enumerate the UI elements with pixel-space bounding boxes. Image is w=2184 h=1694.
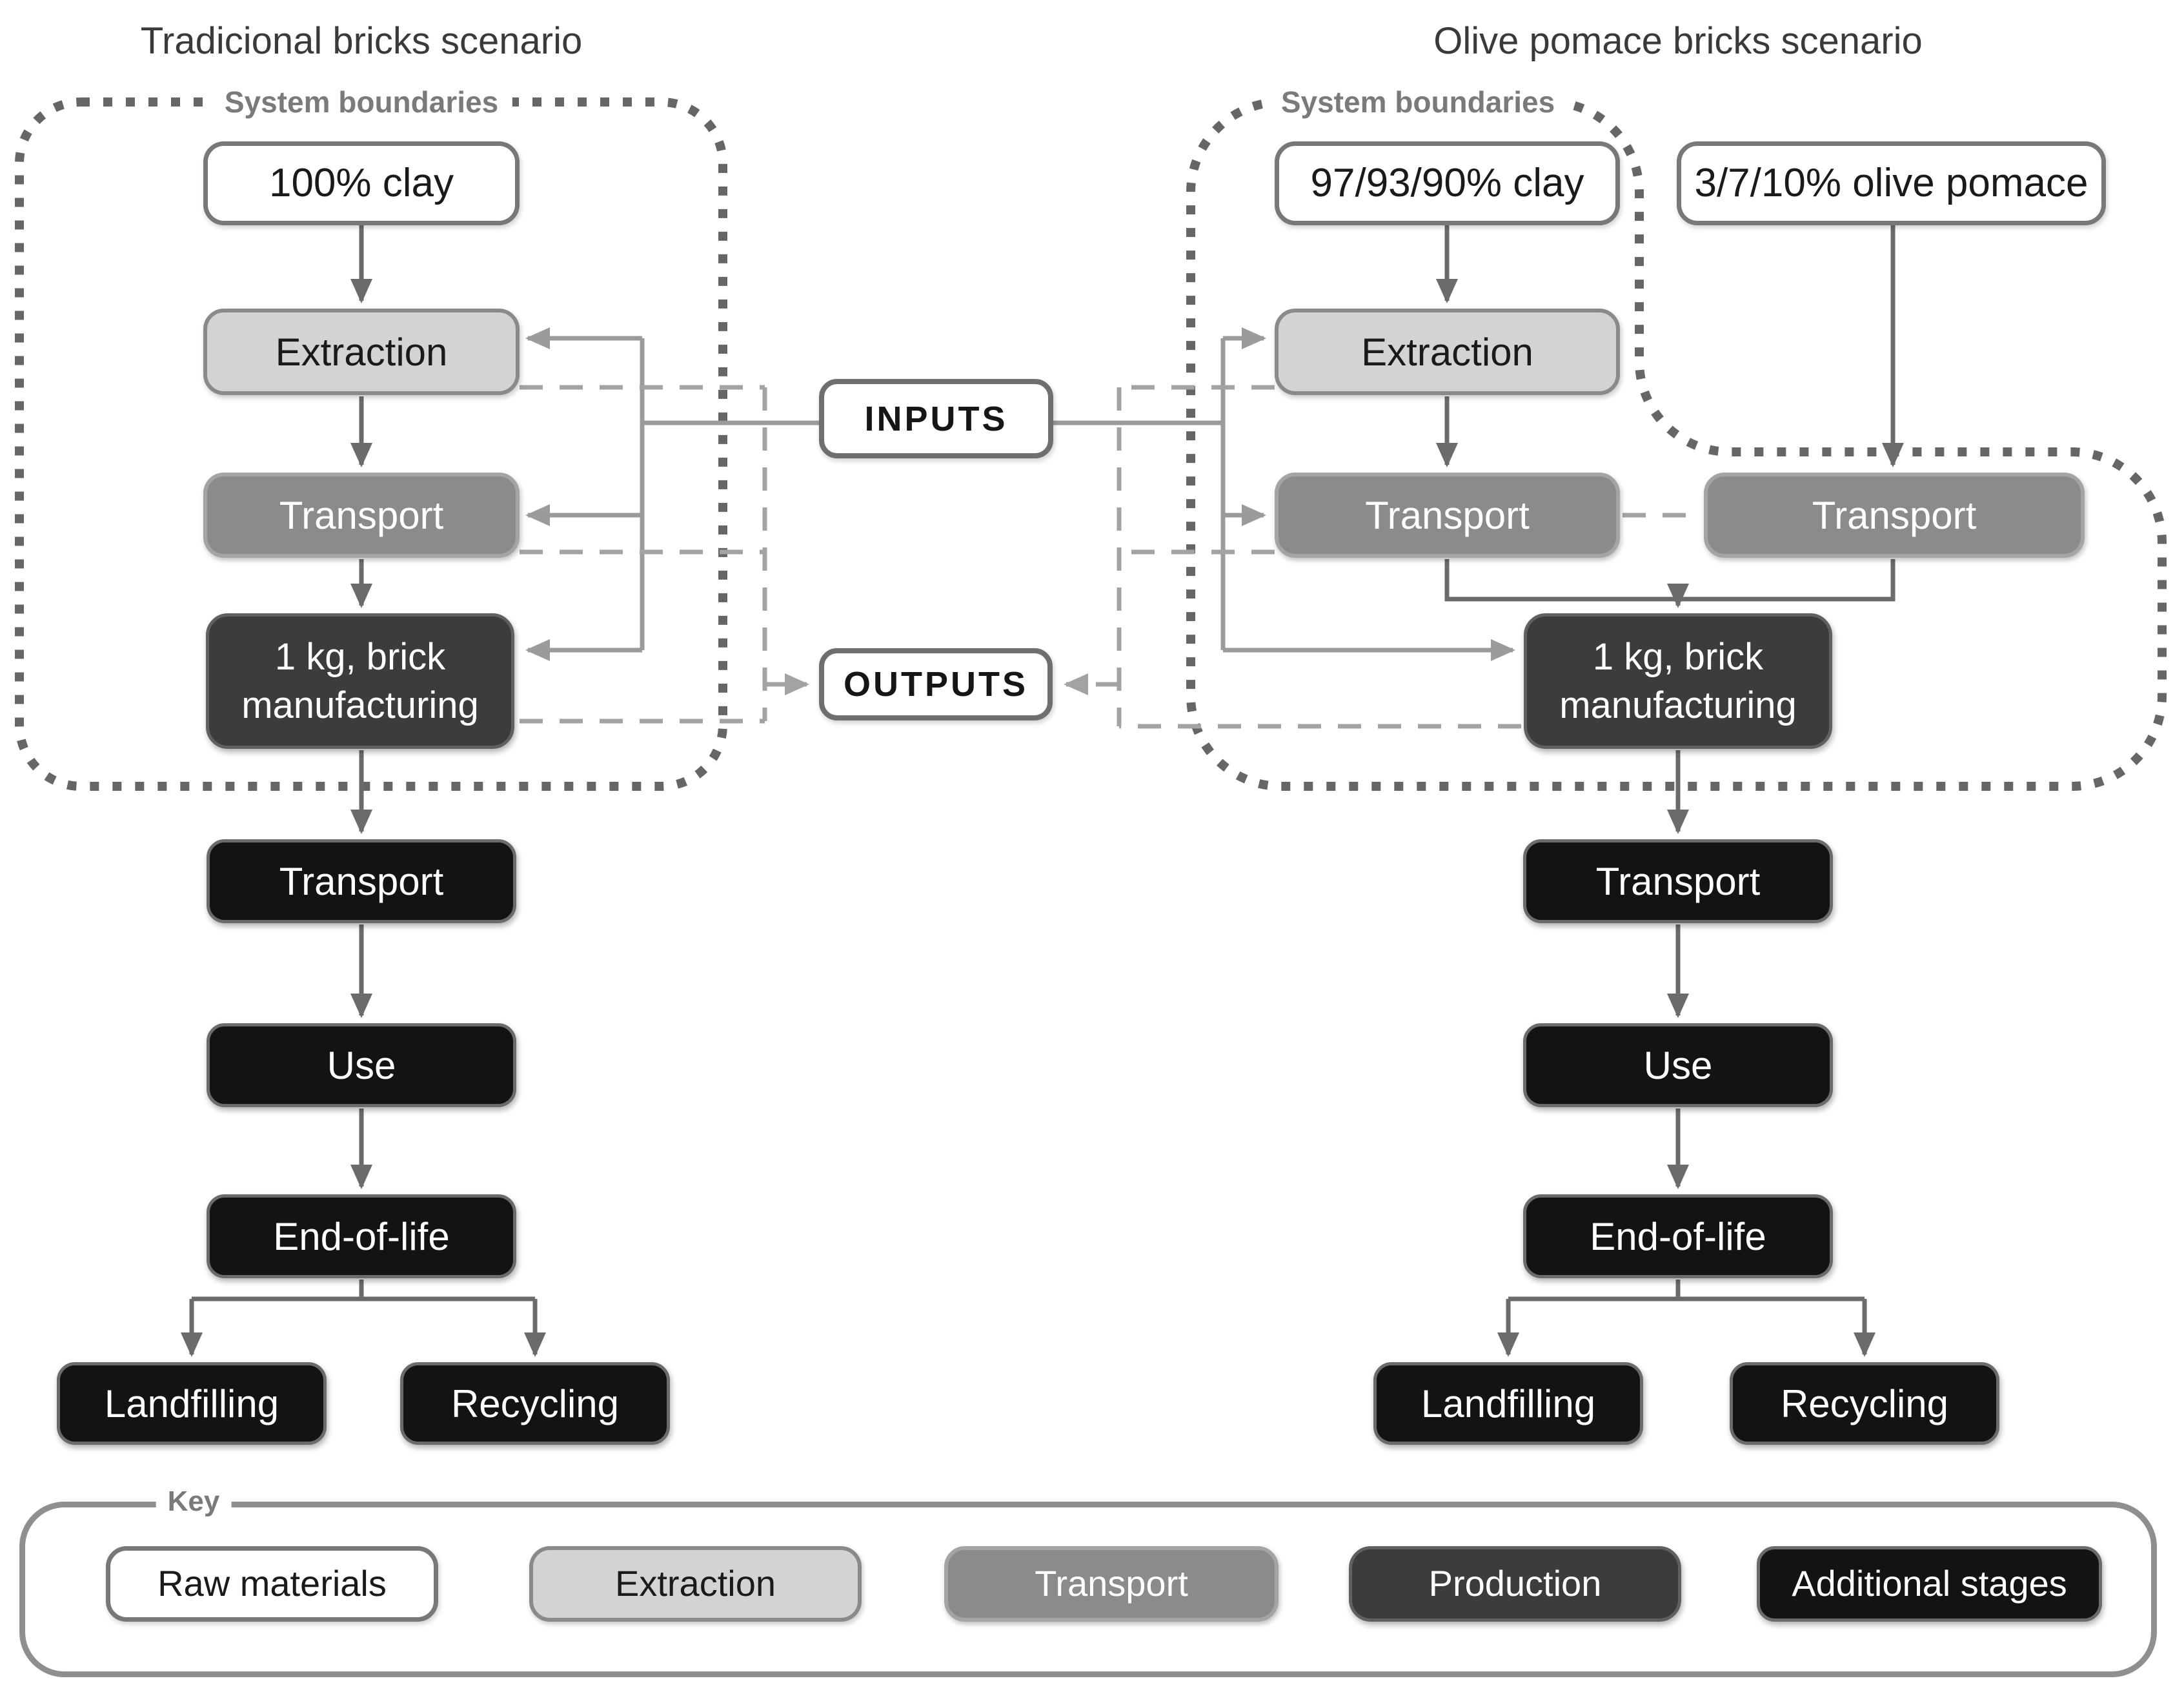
node-clay-left: 100% clay — [203, 141, 520, 225]
node-end-of-life-left: End-of-life — [207, 1194, 516, 1278]
scenario-title-right: Olive pomace bricks scenario — [1433, 20, 1923, 62]
node-use-left: Use — [207, 1023, 516, 1107]
node-transport2-left: Transport — [207, 839, 516, 923]
system-boundary-right — [1186, 97, 2167, 791]
outputs-box: OUTPUTS — [819, 648, 1053, 720]
inputs-lines — [525, 327, 1515, 661]
key-panel — [19, 1502, 2157, 1677]
node-use-right: Use — [1523, 1023, 1833, 1107]
process-flow-arrows — [181, 225, 1904, 1357]
key-title: Key — [156, 1485, 232, 1518]
node-olive-pomace: 3/7/10% olive pomace — [1677, 141, 2106, 225]
key-item-extraction: Extraction — [529, 1546, 862, 1622]
node-extraction-left: Extraction — [203, 309, 520, 395]
node-clay-right: 97/93/90% clay — [1275, 141, 1620, 225]
node-extraction-right: Extraction — [1275, 309, 1620, 395]
system-boundary-left — [15, 97, 727, 791]
node-landfilling-right: Landfilling — [1373, 1362, 1643, 1445]
node-transport-olive-right: Transport — [1704, 473, 2085, 558]
key-item-additional-stages: Additional stages — [1757, 1546, 2102, 1622]
system-boundary-outlines — [15, 97, 2167, 791]
system-boundaries-label-left: System boundaries — [210, 84, 513, 120]
key-item-transport: Transport — [944, 1546, 1279, 1622]
outputs-lines — [520, 385, 1701, 729]
node-landfilling-left: Landfilling — [57, 1362, 327, 1445]
node-recycling-right: Recycling — [1730, 1362, 1999, 1445]
node-transport2-right: Transport — [1523, 839, 1833, 923]
node-transport-left: Transport — [203, 473, 520, 558]
key-item-production: Production — [1349, 1546, 1681, 1622]
node-recycling-left: Recycling — [400, 1362, 670, 1445]
node-transport-clay-right: Transport — [1275, 473, 1620, 558]
inputs-box: INPUTS — [819, 379, 1053, 458]
node-end-of-life-right: End-of-life — [1523, 1194, 1833, 1278]
key-item-raw-materials: Raw materials — [106, 1546, 438, 1622]
system-boundaries-label-right: System boundaries — [1266, 84, 1570, 120]
scenario-title-left: Tradicional bricks scenario — [140, 20, 583, 62]
